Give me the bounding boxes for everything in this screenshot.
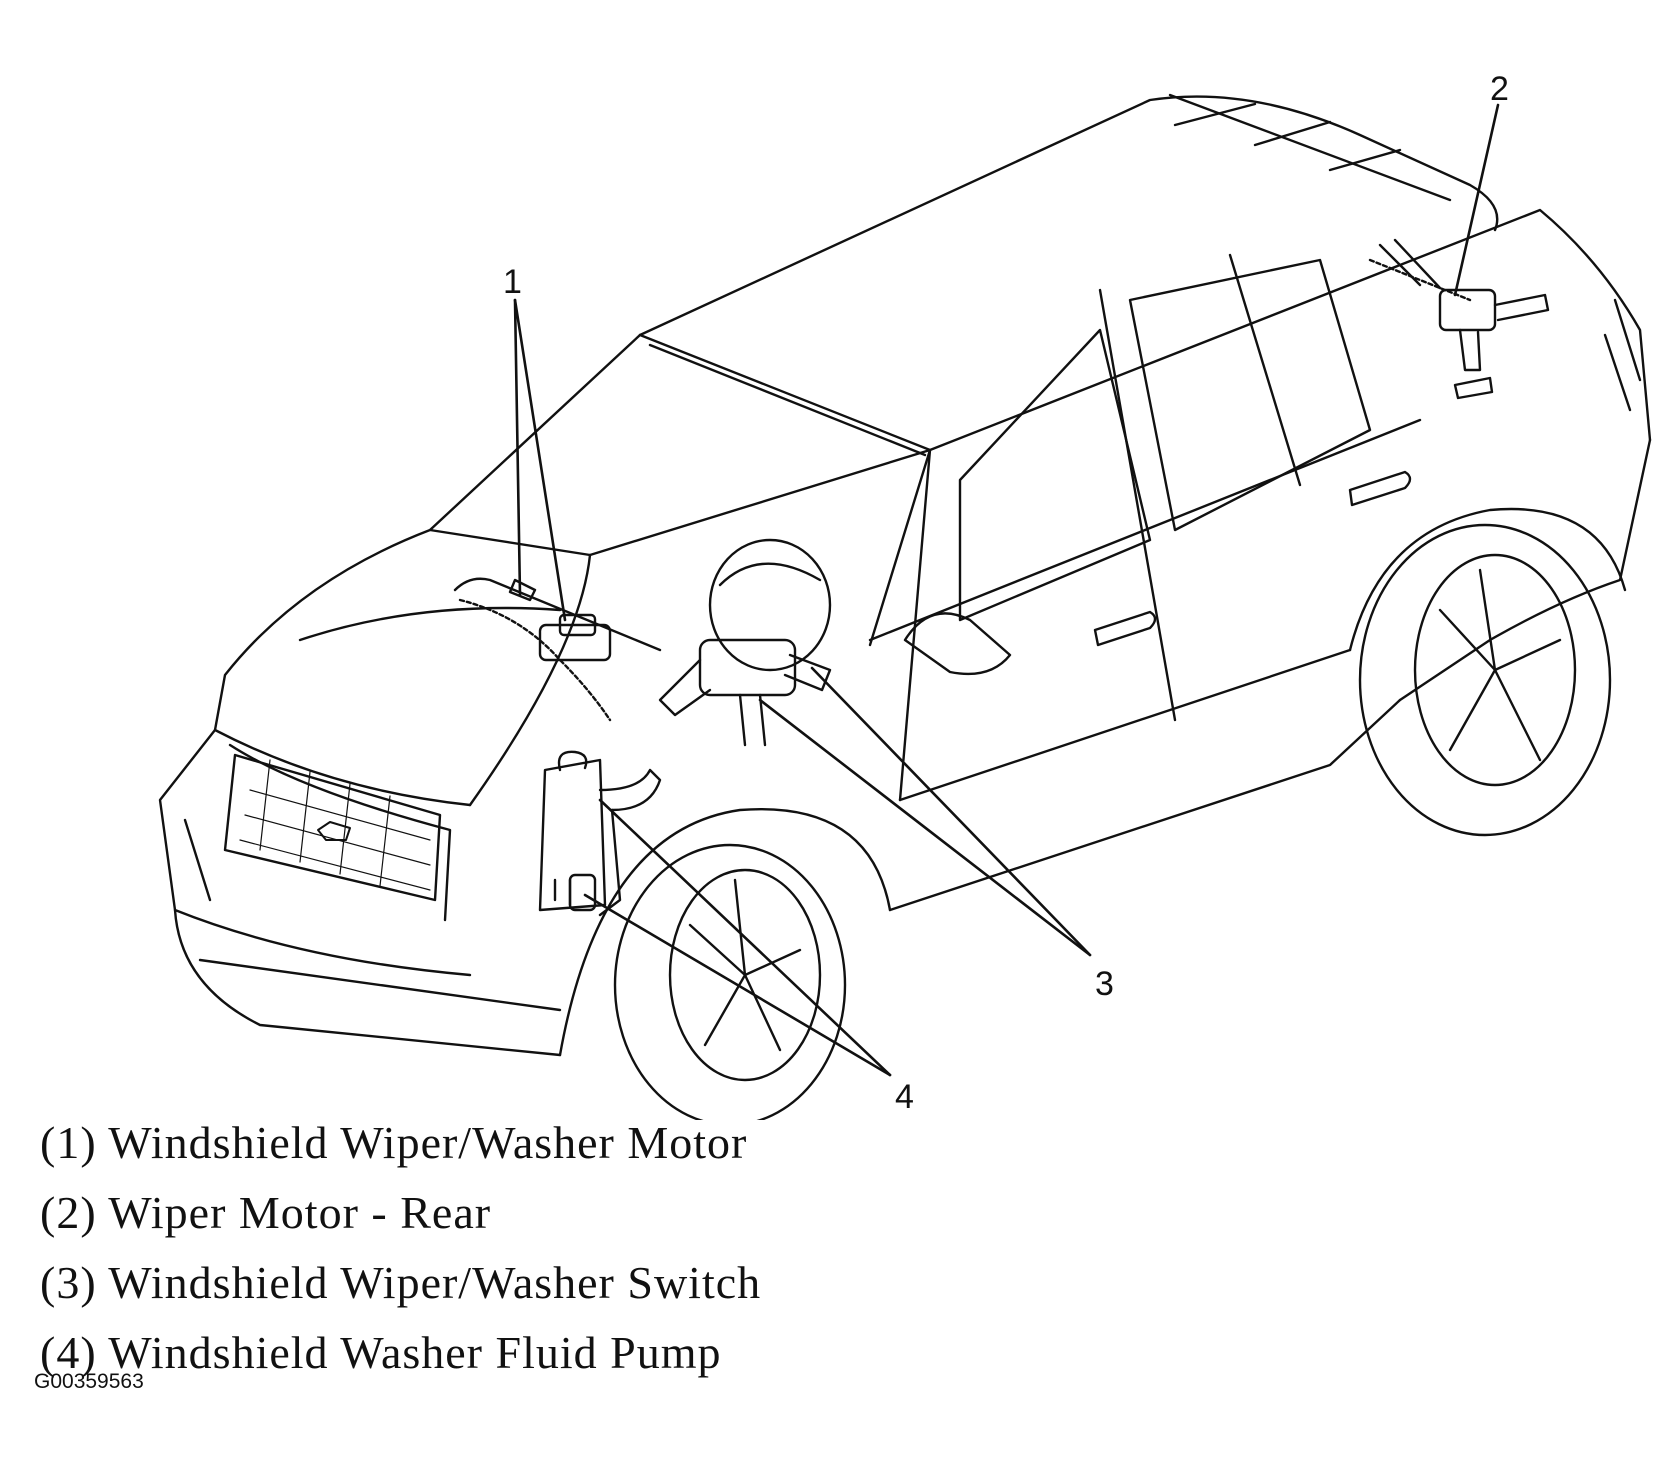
leader-lines [513, 103, 1500, 1077]
callout-3: 3 [1095, 965, 1114, 1003]
component-legend: (1) Windshield Wiper/Washer Motor (2) Wi… [40, 1108, 761, 1388]
figure-id: G00359563 [34, 1370, 144, 1393]
legend-item-3: (3) Windshield Wiper/Washer Switch [40, 1257, 762, 1308]
callout-2: 2 [1490, 70, 1509, 108]
legend-item-2: (2) Wiper Motor - Rear [40, 1187, 492, 1238]
vehicle-component-locator-diagram: 1 2 3 4 [158, 70, 1652, 1120]
wiper-washer-switch-steering-column [658, 538, 832, 747]
rear-wiper-motor [1368, 238, 1550, 400]
callouts: 1 2 3 4 [503, 70, 1509, 1116]
legend-item-4: (4) Windshield Washer Fluid Pump [40, 1327, 722, 1378]
legend-item-1: (1) Windshield Wiper/Washer Motor [40, 1117, 748, 1168]
callout-1: 1 [503, 263, 522, 301]
washer-fluid-reservoir-and-pump [538, 750, 662, 917]
vehicle-body [158, 93, 1652, 1120]
callout-4: 4 [895, 1078, 914, 1116]
wiper-washer-motor-assembly [453, 577, 662, 722]
